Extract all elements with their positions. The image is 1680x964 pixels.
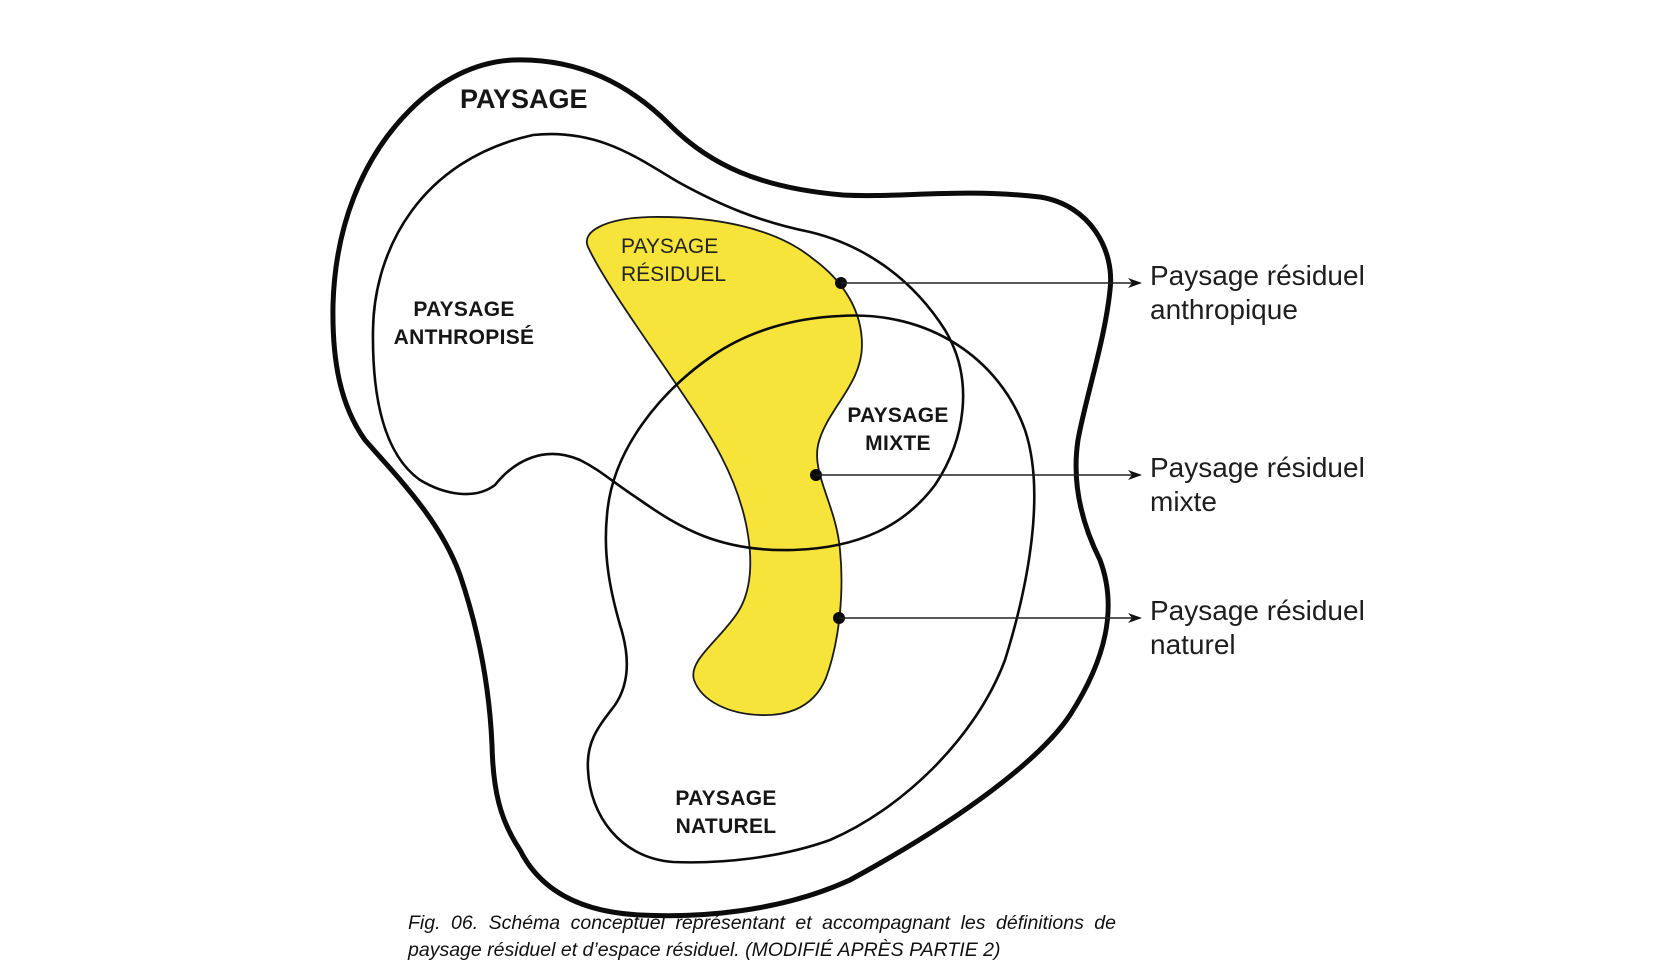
svg-text:NATUREL: NATUREL bbox=[676, 815, 777, 838]
svg-text:PAYSAGE: PAYSAGE bbox=[413, 298, 514, 321]
svg-text:Paysage résiduel: Paysage résiduel bbox=[1150, 260, 1365, 291]
svg-text:Paysage résiduel: Paysage résiduel bbox=[1150, 595, 1365, 626]
svg-text:naturel: naturel bbox=[1150, 629, 1236, 660]
landscape-outer-boundary bbox=[330, 57, 1114, 919]
natural-zone-label: PAYSAGE NATUREL bbox=[675, 787, 776, 838]
residual-zone-label: PAYSAGE RÉSIDUEL bbox=[621, 235, 726, 286]
landscape-title: PAYSAGE bbox=[460, 84, 588, 114]
figure-caption: Fig. 06. Schéma conceptuel représentant … bbox=[408, 910, 1116, 964]
svg-text:mixte: mixte bbox=[1150, 486, 1217, 517]
svg-text:Paysage résiduel: Paysage résiduel bbox=[1150, 452, 1365, 483]
anthropized-zone-boundary bbox=[371, 132, 965, 552]
caption-line-2: paysage résiduel et d’espace résiduel. (… bbox=[408, 939, 1001, 961]
svg-text:ANTHROPISÉ: ANTHROPISÉ bbox=[394, 326, 535, 349]
svg-text:MIXTE: MIXTE bbox=[865, 432, 931, 455]
caption-line-1: Fig. 06. Schéma conceptuel représentant … bbox=[408, 912, 1116, 934]
callout-mixte: Paysage résiduel mixte bbox=[810, 452, 1365, 517]
anthropized-zone-label: PAYSAGE ANTHROPISÉ bbox=[394, 298, 535, 349]
svg-text:anthropique: anthropique bbox=[1150, 294, 1298, 325]
mixed-zone-label: PAYSAGE MIXTE bbox=[847, 404, 948, 455]
callout-anthropique: Paysage résiduel anthropique bbox=[835, 260, 1365, 325]
svg-text:PAYSAGE: PAYSAGE bbox=[675, 787, 776, 810]
natural-zone-boundary bbox=[586, 314, 1036, 864]
residual-landscape-shape bbox=[586, 216, 863, 717]
svg-text:PAYSAGE: PAYSAGE bbox=[621, 235, 718, 258]
svg-text:PAYSAGE: PAYSAGE bbox=[847, 404, 948, 427]
callout-naturel: Paysage résiduel naturel bbox=[833, 595, 1365, 660]
svg-text:RÉSIDUEL: RÉSIDUEL bbox=[621, 263, 726, 286]
